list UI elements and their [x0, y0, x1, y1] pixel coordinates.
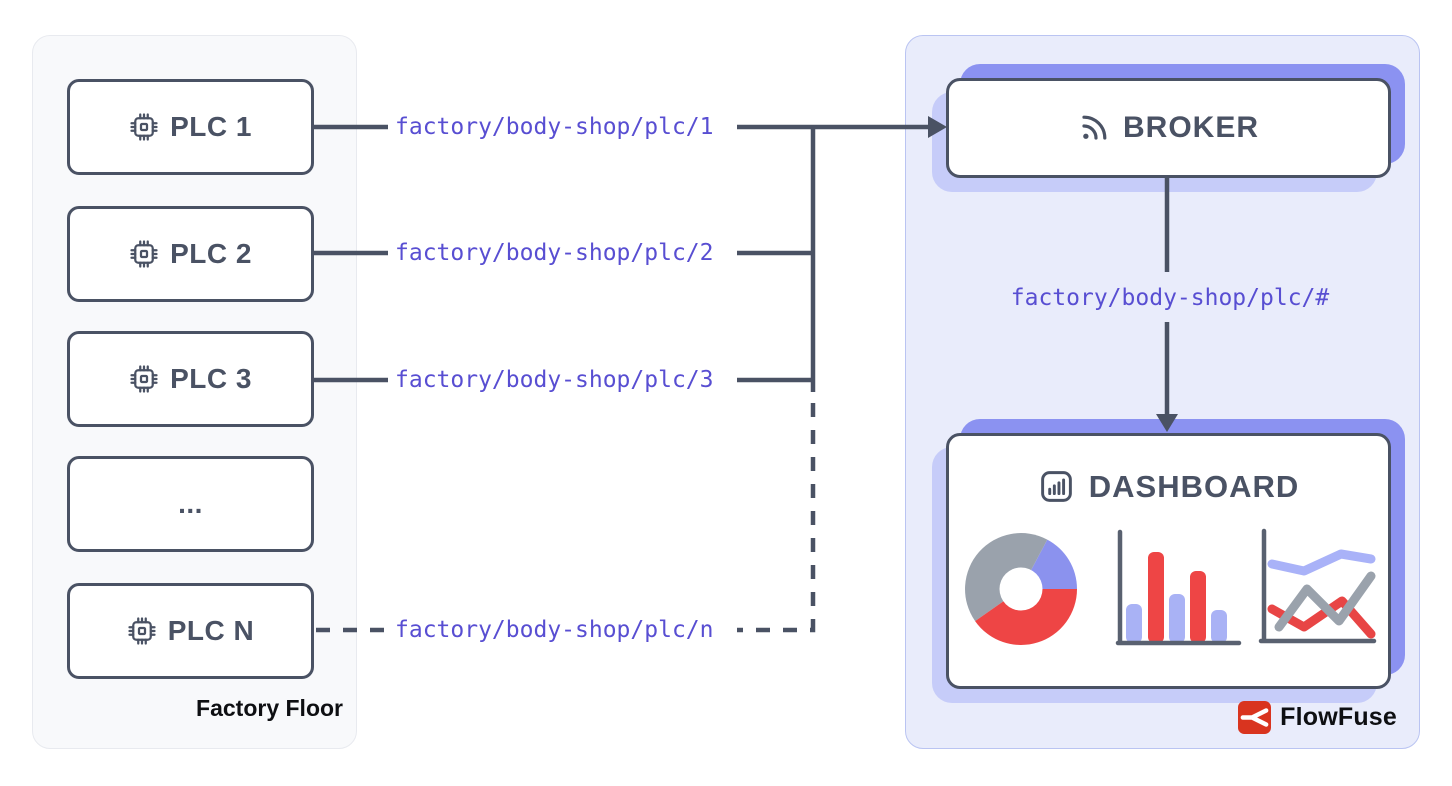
plc-2-node: PLC 2: [67, 206, 314, 302]
plc-3-label: PLC 3: [170, 363, 252, 394]
bus-line-dashed: [737, 403, 816, 633]
brand-name: FlowFuse: [1280, 703, 1397, 731]
line-chart-illustration: [1257, 524, 1377, 649]
cpu-icon: [129, 239, 159, 269]
rss-icon: [1078, 112, 1110, 144]
broker-node: BROKER: [946, 78, 1391, 178]
donut-chart-illustration: [961, 529, 1081, 654]
factory-floor-panel: PLC 1 PLC 2 PLC 3 ...: [32, 35, 357, 749]
cpu-icon: [129, 364, 159, 394]
plc-ellipsis-node: ...: [67, 456, 314, 552]
plc-1-label: PLC 1: [170, 111, 252, 142]
bar-chart-illustration: [1112, 522, 1242, 657]
plc-1-node: PLC 1: [67, 79, 314, 175]
flowfuse-logo-icon: [1238, 701, 1272, 734]
topic-label-plc-3: factory/body-shop/plc/3: [395, 367, 714, 393]
plc-n-node: PLC N: [67, 583, 314, 679]
cpu-icon: [127, 616, 157, 646]
plc-3-node: PLC 3: [67, 331, 314, 427]
topic-label-plc-2: factory/body-shop/plc/2: [395, 240, 714, 266]
dashboard-label: DASHBOARD: [1088, 468, 1300, 504]
dashboard-header: DASHBOARD: [949, 468, 1388, 505]
broker-label: BROKER: [1122, 111, 1259, 144]
flowfuse-brand: FlowFuse: [1238, 701, 1397, 734]
ellipsis-label: ...: [178, 488, 203, 519]
bar-chart-icon: [1038, 468, 1075, 505]
dashboard-node: DASHBOARD: [946, 433, 1391, 689]
topic-label-plc-n: factory/body-shop/plc/n: [395, 617, 714, 643]
factory-floor-caption: Factory Floor: [196, 695, 343, 721]
wildcard-topic-label: factory/body-shop/plc/#: [1010, 285, 1330, 311]
cpu-icon: [129, 112, 159, 142]
plc-n-label: PLC N: [167, 615, 255, 646]
plc-2-label: PLC 2: [170, 238, 252, 269]
topic-label-plc-1: factory/body-shop/plc/1: [395, 114, 714, 140]
platform-panel: BROKER factory/body-shop/plc/# DASHBOARD: [905, 35, 1420, 749]
